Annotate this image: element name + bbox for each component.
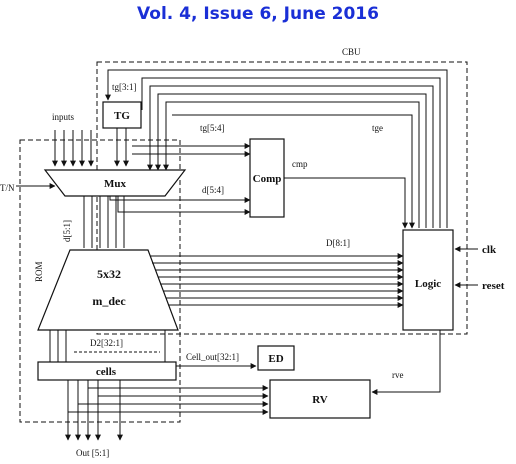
- ed-label: ED: [268, 353, 283, 365]
- rv-block: [269, 379, 371, 419]
- inputs-lines: [52, 130, 94, 167]
- clk-label: clk: [482, 244, 497, 256]
- rv-label: RV: [312, 394, 328, 406]
- tge-line: [172, 114, 415, 229]
- comp-label: Comp: [253, 173, 282, 185]
- cells-block: [37, 361, 177, 381]
- cmp-label: cmp: [292, 159, 308, 169]
- d2-label: D2[32:1]: [90, 338, 123, 348]
- d2-lines: [49, 330, 166, 362]
- cells-label: cells: [96, 366, 117, 378]
- rom-label: ROM: [34, 261, 44, 282]
- tg-bus-label: tg[3:1]: [112, 82, 137, 92]
- tg-block: [102, 101, 142, 129]
- cbu-label: CBU: [342, 47, 361, 57]
- rom-boundary: [19, 139, 181, 423]
- tg-block-label: TG: [114, 110, 130, 122]
- tge-label: tge: [372, 123, 383, 133]
- d81-lines: [150, 253, 404, 308]
- logic-block: [402, 229, 454, 331]
- d81-label: D[8:1]: [326, 238, 350, 248]
- mux-block: [43, 169, 187, 197]
- d51-label: d[5:1]: [62, 220, 72, 242]
- rve-label: rve: [392, 370, 404, 380]
- rve-line: [371, 330, 441, 395]
- decoder-size-label: 5x32: [97, 267, 121, 281]
- cmp-line: [284, 177, 408, 229]
- reset-label: reset: [482, 280, 505, 292]
- journal-header: Vol. 4, Issue 6, June 2016: [137, 4, 379, 24]
- ed-block: [257, 345, 295, 371]
- output-lines: [65, 380, 269, 441]
- cbu-boundary: [96, 61, 468, 335]
- tg-output-lines: [114, 128, 129, 167]
- logic-label: Logic: [415, 278, 441, 290]
- d51-lines: [83, 196, 125, 248]
- tn-label: T/N: [0, 183, 15, 193]
- tg54-label: tg[5:4]: [200, 123, 225, 133]
- d54-lines: [109, 196, 251, 215]
- out-label: Out [5:1]: [76, 448, 109, 458]
- inputs-label: inputs: [52, 112, 75, 122]
- mux-label: Mux: [104, 178, 127, 190]
- cellout-label: Cell_out[32:1]: [186, 352, 239, 362]
- decoder-block: [37, 249, 179, 331]
- decoder-name-label: m_dec: [92, 294, 126, 308]
- tg-feedback-lines: [105, 69, 448, 228]
- tg54-lines: [132, 143, 251, 157]
- d54-label: d[5:4]: [202, 185, 224, 195]
